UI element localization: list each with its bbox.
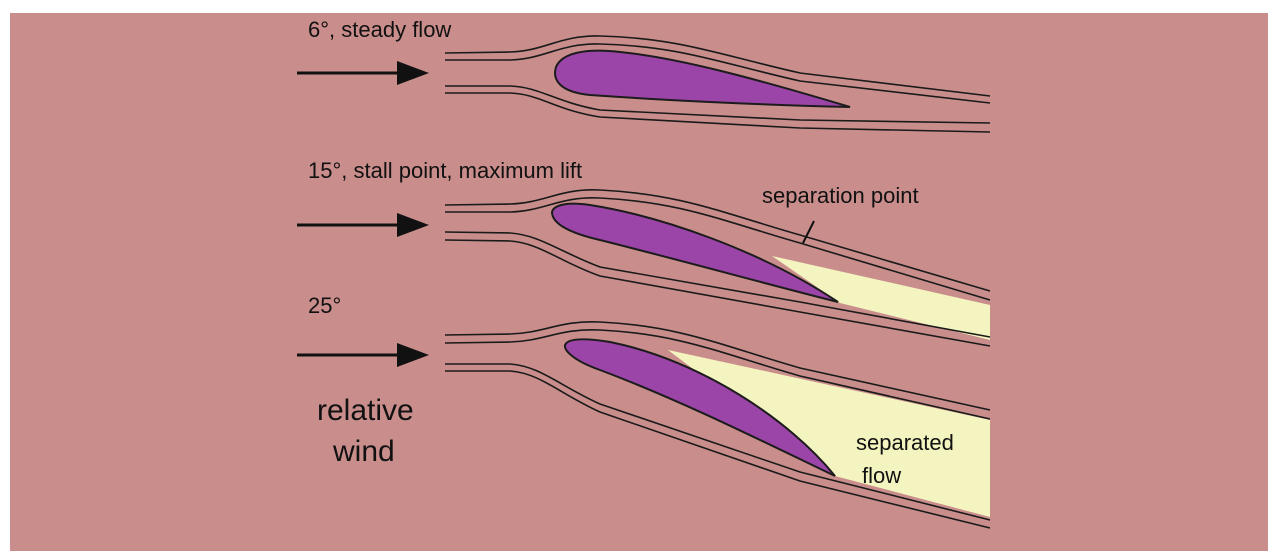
- wind-arrow-3-icon: [397, 343, 429, 367]
- row3-label: 25°: [308, 293, 341, 318]
- row2-label: 15°, stall point, maximum lift: [308, 158, 582, 183]
- separated-flow-label-line1: separated: [856, 430, 954, 455]
- relative-wind-label-line1: relative: [317, 394, 414, 427]
- wind-arrow-1-icon: [397, 61, 429, 85]
- separated-region: [772, 256, 990, 340]
- relative-wind-label-line2: wind: [332, 435, 395, 468]
- wind-arrow-2-icon: [397, 213, 429, 237]
- airfoil: [552, 204, 838, 302]
- airfoil: [555, 51, 850, 107]
- row-6-degrees: 6°, steady flow: [297, 17, 990, 132]
- row1-label: 6°, steady flow: [308, 17, 451, 42]
- separation-point-label: separation point: [762, 183, 919, 208]
- separated-flow-label-line2: flow: [862, 463, 901, 488]
- row-15-degrees: 15°, stall point, maximum lift separatio…: [297, 158, 990, 346]
- separation-point-pointer: [803, 221, 814, 243]
